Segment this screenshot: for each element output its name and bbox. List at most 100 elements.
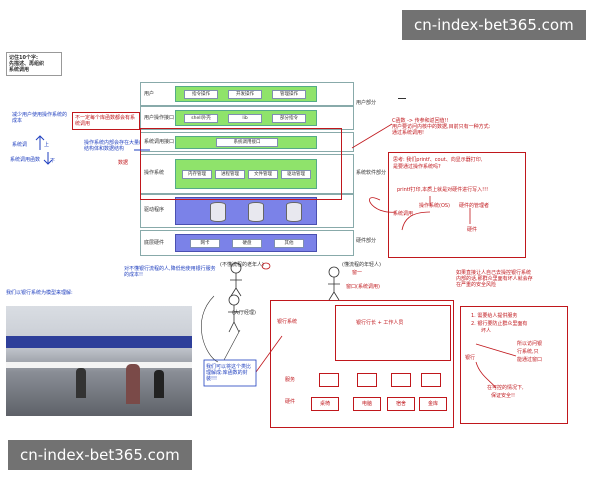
rule-access-3: 能通过窗口 [517,357,543,363]
photo-counter [6,362,192,368]
danger-line-2: 内部的话,那群众里面有坏人就会存 [456,276,533,282]
right-label-system: 系统软件部分 [356,170,387,176]
hardware-label: 硬件 [285,399,296,405]
box-to-bank [255,335,283,373]
summary-line-2: 先描述、再组织 [9,61,45,67]
layer-user: 用户 指令操作 开发操作 管理操作 [140,82,354,106]
pill-os-2: 文件管理 [248,170,278,179]
danger-note: 如果直接让人自己去操控银行系统 内部的话,那群众里面有坏人就会存 在严重的安全风… [456,270,566,288]
pill-os-1: 进程管理 [215,170,245,179]
c-func-line-3: 通过系统调用! [392,130,425,136]
window-number: 窗一 [352,270,363,276]
sys-label: 系统调用 [393,211,414,217]
driver-cylinder-3 [286,202,302,222]
person1-body [230,273,242,297]
bank-building: 银行系统 银行行长 + 工作人员 服务 硬件 桌椅 电脑 宿舍 金库 [270,300,454,428]
driver-cylinder-1 [210,202,226,222]
syscall-os-highlight [140,128,342,200]
service-slot-4 [421,373,441,387]
rule-1: 1. 需要给人提供服务 [471,313,518,319]
teller-box: 银行行长 + 工作人员 [335,305,451,361]
pill-ui-1: lib [228,114,262,123]
item-computer: 电脑 [353,397,381,411]
bank-rules-box: 1. 需要给人提供服务 2. 银行要防止群众里面有 坏人 银行 所以访问银 行系… [460,306,568,424]
layer-os-label: 操作系统 [144,170,165,176]
box-analogy-note: 我们可以将这个类比理解成:库函数的封装!!! [206,364,252,382]
syscall-top-label: 系统调 [12,142,28,148]
layer-hardware: 底层硬件 网卡 硬盘 其他 [140,230,354,256]
layer-os: 操作系统 内存管理 进程管理 文件管理 驱动管理 [140,154,354,194]
reduce-cost-note: 减少用户使用操作系统的成本 [12,112,68,124]
blue-arrow-down [43,152,53,165]
rules-arrow-2 [475,361,497,389]
down-label: 下 [50,158,56,164]
service-slot-3 [391,373,411,387]
photo-person-1 [76,368,86,398]
not-all-lib-note: 不一定每个库函数都会有系统调用 [72,112,140,130]
c-func-line-2: 用户要访问内核中的数据,目前只有一种方式: [392,124,491,130]
watermark-top: cn-index-bet365.com [402,10,586,40]
service-slot-1 [319,373,339,387]
rule-access-1: 所以访问银 [517,341,543,347]
pill-ui-0: shell外壳 [184,114,218,123]
right-label-user: 用户部分 [356,100,377,106]
pill-hw-0: 网卡 [190,239,220,248]
pill-hw-2: 其他 [274,239,304,248]
think-arrow [369,197,397,213]
think-line-2: 是要通过操作系统吗? [393,164,441,170]
person-to-manager [200,295,219,363]
person1-label: (不懂流程的老年人) [220,262,264,268]
rule-access-2: 行系统,只 [517,349,539,355]
layer-driver-label: 驱动程序 [144,207,165,213]
services-label: 服务 [285,377,296,383]
person1-head [230,262,242,274]
analogy-box [203,359,257,387]
rule-bank-label: 银行 [465,355,476,361]
manager-body [228,305,240,333]
layer-hardware-label: 底层硬件 [144,240,165,246]
person2-label: (懂流程的年轻人) [342,262,381,268]
person2-marker [261,262,271,270]
pill-hw-1: 硬盘 [232,239,262,248]
bank-system-label: 银行系统 [277,319,298,325]
os-struct-note: 操作系统内部会存在大量的结构体和数据结构 [84,140,145,152]
c-func-note: C函数 -> 传参和返回值!! 用户要访问内核中的数据,目前只有一种方式: 通过… [392,118,512,136]
pill-syscall: 系统调用接口 [216,138,278,147]
right-label-hardware: 硬件部分 [356,238,377,244]
dash-mark [398,98,406,99]
os-label: 操作系统(OS) [419,203,451,209]
layer-ui-label: 用户操作接口 [144,115,175,121]
item-vault: 金库 [419,397,447,411]
hall-manager-label: (大厅经理) [232,310,256,316]
c-note-connector [351,123,393,149]
bank-model-label: 我们以银行系统为模型来理解: [6,290,73,296]
layer-user-interface: 用户操作接口 shell外壳 lib 部分指令 [140,106,354,130]
pill-user-2: 管理操作 [272,90,306,99]
item-dorm: 宿舍 [387,397,415,411]
rule-safe-2: 保证安全!! [491,393,516,399]
bank-hall-photo [6,306,192,416]
watermark-bottom: cn-index-bet365.com [8,440,192,470]
data-label: 数据 [118,160,129,166]
manager-to-box [223,329,241,361]
service-slot-2 [357,373,377,387]
manager-head [228,294,240,306]
pill-user-1: 开发操作 [228,90,262,99]
up-label: 上 [44,142,50,148]
summary-line-1: 记住10个字: [9,55,38,61]
teller-label: 银行行长 + 工作人员 [356,320,404,326]
pill-os-3: 驱动管理 [281,170,311,179]
rule-2: 2. 银行要防止群众里面有 [471,321,528,327]
think-line-1: 思考: 我们printf、cout、向显示器打印, [393,157,483,163]
person2-head [328,266,340,278]
danger-line-3: 在严重的安全风险 [456,282,497,288]
bank-left-note: 对不懂银行流程的人,降低他使用银行服务的成本!! [124,266,216,278]
hw-label: 硬件 [467,227,478,233]
os-arrow [401,211,431,231]
layer-syscall-label: 系统调用接口 [144,139,175,145]
pill-user-0: 指令操作 [184,90,218,99]
summary-note: 记住10个字: 先描述、再组织 系统调用 [6,52,62,76]
pill-os-0: 内存管理 [182,170,212,179]
think-box: 思考: 我们printf、cout、向显示器打印, 是要通过操作系统吗? pri… [388,152,526,258]
